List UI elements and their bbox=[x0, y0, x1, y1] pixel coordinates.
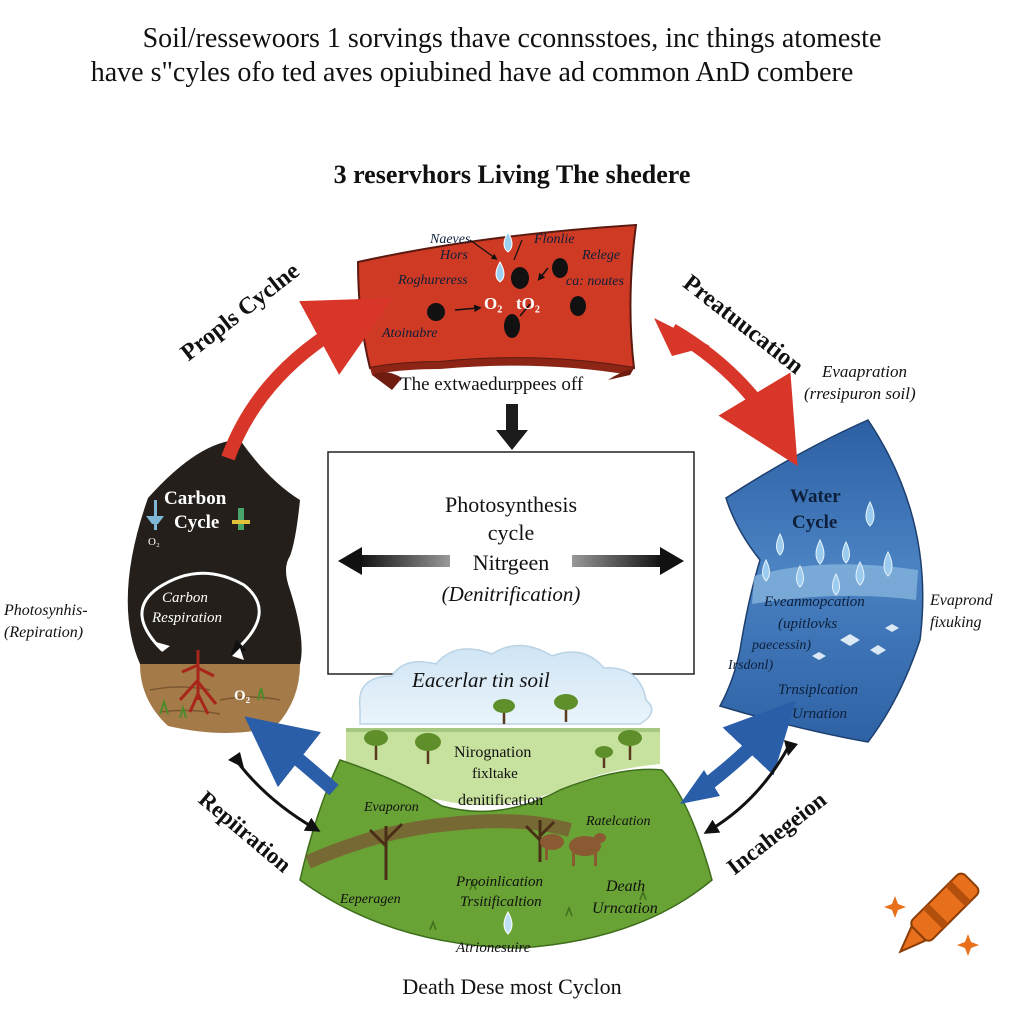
atmo-label-ml: Roghureress bbox=[398, 273, 468, 288]
headline-line-2: have s"cyles ofo ted aves opiubined have… bbox=[90, 57, 854, 88]
atmo-label-tl2: Hors bbox=[440, 248, 469, 263]
atmo-label-tr1: Flonlie bbox=[534, 232, 575, 247]
atmo-label-tl1: Naeves bbox=[430, 232, 471, 247]
arrow-water-living bbox=[680, 700, 796, 804]
center-right-arrow bbox=[572, 547, 684, 575]
center-label-4: (Denitrification) bbox=[441, 582, 581, 606]
arrow-bottom-left-black bbox=[228, 752, 321, 832]
water-label-2: (upitlovks bbox=[778, 616, 838, 632]
living-sky-label: Eacerlar tin soil bbox=[412, 668, 550, 692]
living-bottom-2: Trsitificaltion bbox=[460, 894, 542, 910]
sparkle-icon bbox=[884, 896, 979, 956]
atmosphere-caption: The extwaedurppees off bbox=[400, 374, 584, 395]
living-mid-1: Nirognation bbox=[454, 744, 532, 761]
carbon-inner-2: Respiration bbox=[152, 610, 222, 626]
water-panel bbox=[718, 419, 924, 743]
down-arrow bbox=[496, 404, 528, 450]
arrow-bottom-right-black bbox=[703, 740, 798, 834]
water-label-3: paecessin) bbox=[752, 638, 812, 653]
living-panel bbox=[299, 644, 713, 949]
living-left: Evaporon bbox=[364, 800, 419, 815]
water-title-1: Water bbox=[790, 486, 841, 507]
atmo-label-mr: ca: noutes bbox=[566, 274, 624, 289]
headline-line-1: Soil/ressewoors 1 sorvings thave cconnss… bbox=[142, 23, 882, 54]
carbon-inner-1: Carbon bbox=[162, 590, 208, 606]
living-bottom-1: Prooinlication bbox=[456, 874, 543, 890]
water-title-2: Cycle bbox=[792, 512, 838, 533]
carbon-o2-small: O₂ bbox=[148, 536, 160, 548]
diagram-title: 3 reservhors Living The shedere bbox=[333, 160, 691, 189]
evap-label-1: Evaapration bbox=[822, 362, 907, 381]
atmo-label-bl: Atoinabre bbox=[382, 326, 438, 341]
atmo-label-tr2: Relege bbox=[582, 248, 621, 263]
carbon-side-2: (Repiration) bbox=[4, 624, 84, 641]
crayon-icon bbox=[898, 872, 980, 954]
footer-caption: Death Dese most Cyclon bbox=[402, 974, 622, 999]
atmo-o2-right: tO₂ bbox=[516, 294, 540, 313]
water-label-6: Urnation bbox=[792, 706, 848, 722]
arrow-living-to-carbon bbox=[244, 716, 339, 796]
carbon-side-1: Photosynhis- bbox=[4, 602, 88, 619]
living-bottom-4: Urncation bbox=[592, 900, 658, 917]
water-label-1: Eveanmopcation bbox=[764, 594, 865, 610]
water-label-5: Trnsiplcation bbox=[778, 682, 859, 698]
atmosphere-panel bbox=[356, 223, 638, 390]
carbon-title-2: Cycle bbox=[174, 512, 220, 533]
carbon-o2-soil: O₂ bbox=[234, 688, 251, 704]
living-mid-2: fixltake bbox=[472, 766, 518, 782]
living-right: Ratelcation bbox=[586, 814, 651, 829]
living-bottom-3: Death bbox=[606, 878, 646, 895]
center-label-3: Nitrgeen bbox=[472, 550, 550, 575]
center-left-arrow bbox=[338, 547, 450, 575]
center-label-2: cycle bbox=[487, 520, 535, 545]
water-side-1: Evaprond bbox=[930, 592, 993, 609]
carbon-title-1: Carbon bbox=[164, 488, 227, 509]
center-label-1: Photosynthesis bbox=[444, 492, 578, 517]
living-mid-3: denitification bbox=[458, 792, 544, 809]
water-side-2: fixuking bbox=[930, 614, 982, 631]
living-bottom: Atrionesuire bbox=[456, 940, 531, 956]
carbon-panel bbox=[127, 440, 302, 733]
arrow-carbon-to-atmosphere bbox=[221, 297, 393, 461]
water-label-4: Irsdonl) bbox=[728, 658, 774, 673]
living-bottom-left: Eeperagen bbox=[340, 892, 401, 907]
atmo-o2-left: O₂ bbox=[484, 294, 503, 313]
evap-label-2: (rresipuron soil) bbox=[804, 384, 916, 403]
arrow-atmosphere-water bbox=[654, 318, 798, 467]
